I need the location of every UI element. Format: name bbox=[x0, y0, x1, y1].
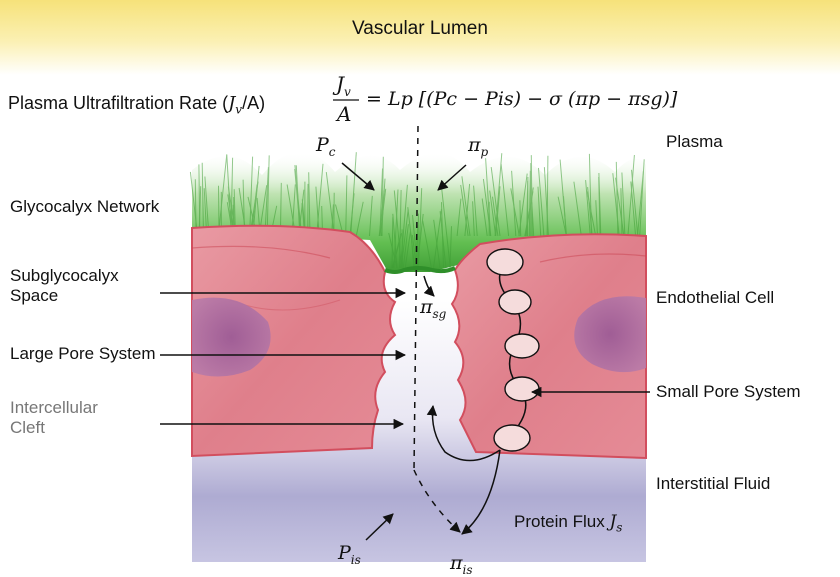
pc-symbol: Pc bbox=[316, 134, 336, 159]
right-endothelial-cell bbox=[452, 234, 646, 458]
glycocalyx-label: Glycocalyx Network bbox=[10, 197, 159, 217]
left-endothelial-cell bbox=[192, 226, 395, 456]
intercellular-cleft-label: Intercellular Cleft bbox=[10, 398, 98, 439]
small-pore bbox=[505, 334, 539, 358]
equation-numerator: Jv bbox=[336, 72, 351, 99]
plasma-label: Plasma bbox=[666, 132, 723, 152]
pi-sg-symbol: πsg bbox=[420, 296, 446, 321]
p-is-symbol: Pis bbox=[338, 542, 361, 567]
equation-rhs: = Lp [(Pc − Pis) − σ (πp − πsg)] bbox=[366, 88, 677, 110]
small-pore bbox=[487, 249, 523, 275]
equation-label: Plasma Ultrafiltration Rate (Jv/A) bbox=[8, 93, 265, 117]
small-pore-label: Small Pore System bbox=[656, 382, 801, 402]
equation-denominator: A bbox=[337, 102, 351, 126]
subglycocalyx-label: Subglycocalyx Space bbox=[10, 266, 119, 307]
small-pore bbox=[505, 377, 539, 401]
pi-is-symbol: πis bbox=[450, 552, 473, 577]
endothelial-cell-label: Endothelial Cell bbox=[656, 288, 774, 308]
pi-p-symbol: πp bbox=[468, 134, 488, 159]
pi-sg-arrow bbox=[424, 276, 434, 296]
large-pore-label: Large Pore System bbox=[10, 344, 156, 364]
interstitial-fluid-label: Interstitial Fluid bbox=[656, 474, 770, 494]
small-pore bbox=[499, 290, 531, 314]
protein-flux-label: Protein Flux Js bbox=[514, 512, 622, 535]
small-pore bbox=[494, 425, 530, 451]
